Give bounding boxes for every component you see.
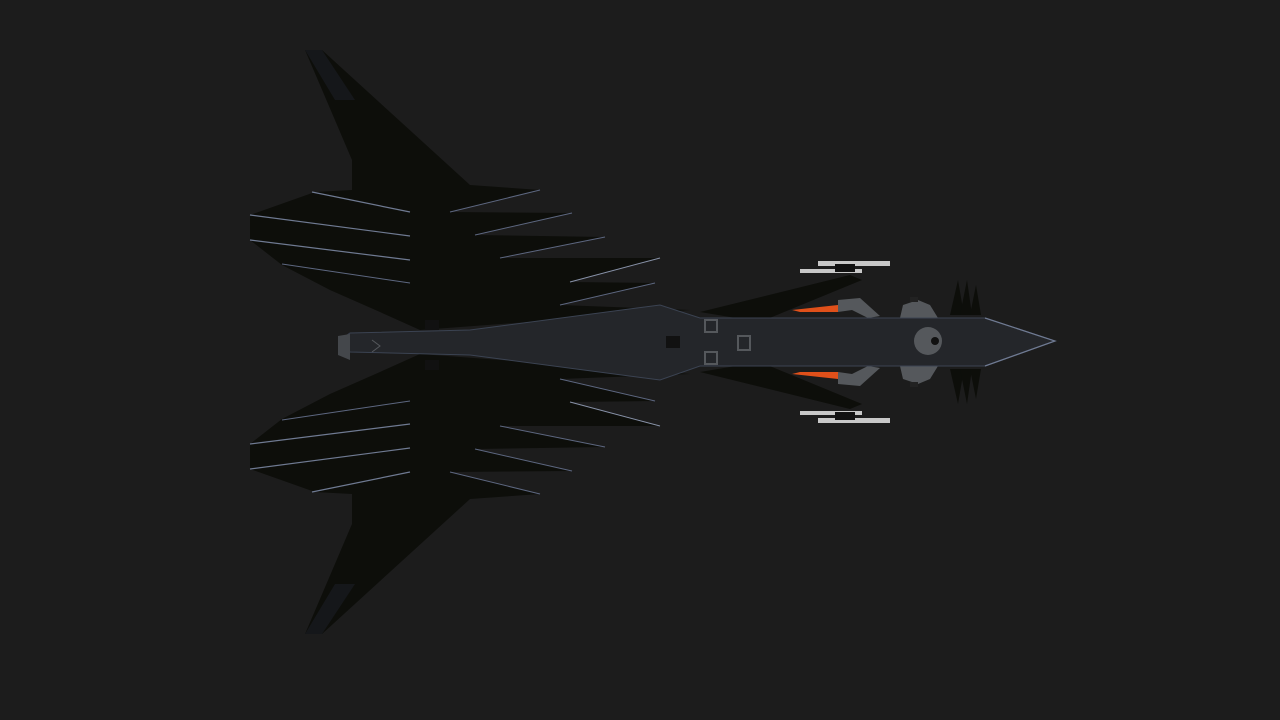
lower-wing <box>249 353 982 635</box>
upper-wing <box>249 49 982 331</box>
fuselage <box>338 304 1057 381</box>
